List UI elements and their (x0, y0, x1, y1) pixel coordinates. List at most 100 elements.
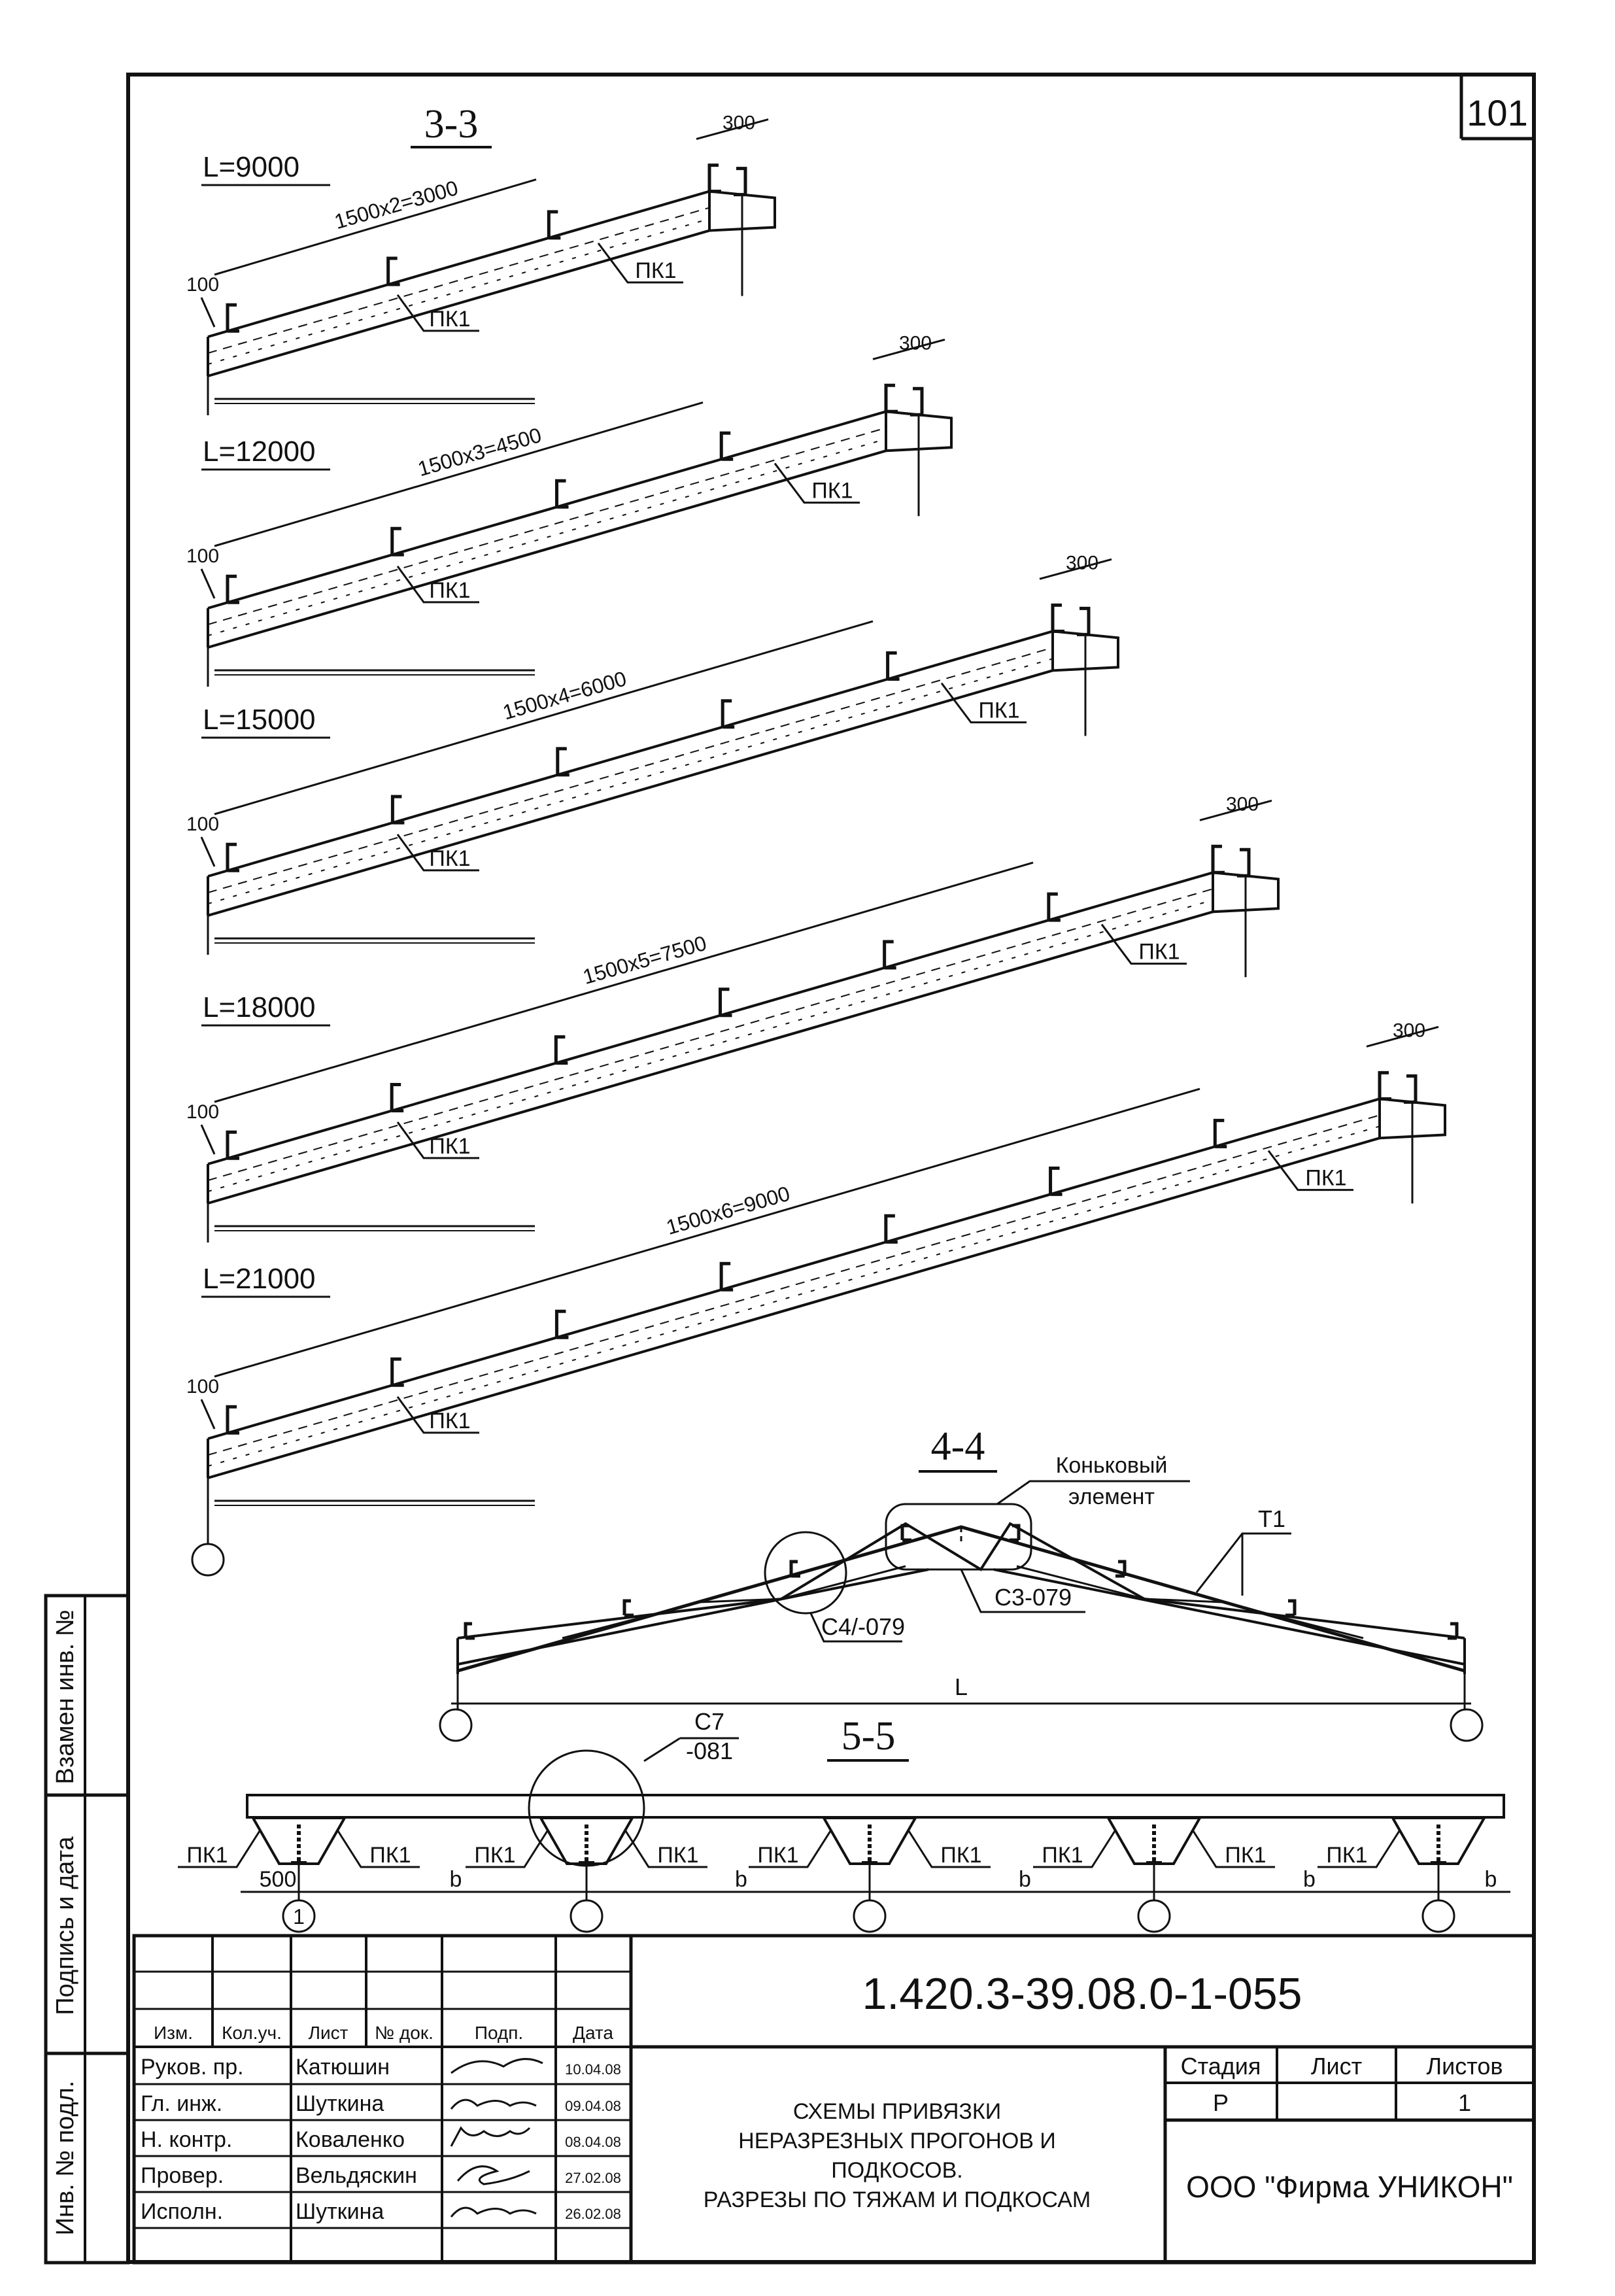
edge-dimension-line (200, 836, 216, 867)
stamp-inv-original: Инв. № подл. (52, 2081, 79, 2236)
edge-dimension-line (200, 297, 216, 328)
ridge-dimension-line (872, 338, 945, 360)
ridge-node (1212, 871, 1280, 914)
rafter-axis (207, 647, 1053, 893)
purlin-z-icon (554, 1035, 568, 1065)
axis-number: 1 (293, 1905, 305, 1928)
mark-leader (1100, 923, 1187, 965)
signature-mark (450, 2126, 531, 2147)
rafter-axis (207, 1114, 1380, 1456)
truss-mark-t1: Т1 (1258, 1505, 1285, 1532)
mark-leader (1033, 1830, 1116, 1868)
signature-mark (450, 2058, 543, 2074)
ridge-element-box (885, 1503, 1032, 1571)
mark-leader (624, 1830, 707, 1868)
title-block: Изм. Кол.уч. Лист № док. Подп. Дата Руко… (132, 1934, 1536, 2265)
purlin-z-icon (910, 386, 924, 417)
purlin-z-icon (390, 1082, 404, 1112)
edge-dimension-label: 100 (186, 1101, 219, 1123)
person-name: Катюшин (296, 2055, 390, 2080)
sheets-label: Листов (1427, 2053, 1503, 2080)
rafter-bottom-edge (207, 229, 710, 377)
edge-dimension-label: 100 (186, 814, 219, 835)
purlin-mark-label: ПК1 (757, 1843, 798, 1868)
spacing-label: b (1019, 1867, 1031, 1892)
purlin-mark-label: ПК1 (1042, 1843, 1083, 1868)
mark-leader (940, 682, 1027, 724)
header-list: Лист (309, 2023, 348, 2043)
mark-leader (396, 294, 479, 332)
person-row: Исполн. Шуткина 26.02.08 (141, 2199, 621, 2224)
purlin-z-icon (883, 940, 896, 970)
rafter-axis (207, 888, 1214, 1181)
person-name: Шуткина (296, 2199, 384, 2224)
span-label: L=12000 (203, 436, 316, 468)
description-line-1: СХЕМЫ ПРИВЯЗКИ (793, 2099, 1001, 2124)
purlin-mark-label: ПК1 (474, 1843, 515, 1868)
purlin-mark-label: ПК1 (1225, 1843, 1266, 1868)
edge-dimension-line (200, 1399, 216, 1430)
edge-dim-500: 500 (260, 1867, 297, 1892)
rafter-bolt-row (207, 218, 710, 365)
purlin-z-icon (226, 1130, 239, 1160)
stamp-replaced-inv: Взамен инв. № (52, 1610, 79, 1785)
purlin-mark-label: ПК1 (429, 1134, 470, 1159)
purlin-z-icon (1047, 892, 1061, 922)
purlin-mark-label: ПК1 (657, 1843, 698, 1868)
rafter-top-edge (207, 871, 1214, 1165)
purlin-mark-label: ПК1 (635, 258, 676, 283)
module-dimension-line (214, 620, 874, 815)
purlin-z-icon (386, 256, 400, 286)
module-dimension-line (214, 861, 1034, 1103)
rafter-top-edge (207, 190, 710, 338)
purlin-z-icon (1049, 1166, 1062, 1196)
purlin-z-icon (707, 163, 721, 194)
purlin-mark-label: ПК1 (1138, 940, 1180, 965)
ridge-dimension-line (1199, 799, 1272, 821)
signature-mark (456, 2165, 530, 2185)
rafter-axis (207, 207, 710, 354)
purlin-z-icon (721, 699, 735, 729)
person-name: Вельдяскин (296, 2163, 417, 2188)
mark-leader (749, 1830, 832, 1868)
span-label: L=9000 (203, 151, 299, 183)
axis-bubble (191, 1543, 225, 1577)
purlin-mark-label: ПК1 (429, 1409, 470, 1433)
person-date: 08.04.08 (565, 2134, 621, 2150)
purlin-bay: ПК1 ПК1 b (1033, 1817, 1316, 1933)
axis-bubble (570, 1899, 604, 1933)
person-role: Провер. (141, 2163, 224, 2188)
edge-dimension-line (200, 568, 216, 599)
person-date: 09.04.08 (565, 2098, 621, 2114)
spacing-label: b (1303, 1867, 1316, 1892)
truss-top-chord (457, 1525, 1465, 1673)
section-3-3-title: 3-3 (411, 102, 492, 148)
sheets-value: 1 (1458, 2089, 1471, 2116)
rafter-top-edge (207, 410, 887, 609)
ridge-dimension-line (696, 118, 769, 141)
module-dimension-line (214, 402, 704, 547)
person-row: Провер. Вельдяскин 27.02.08 (141, 2163, 621, 2188)
brace-trapezoid (538, 1817, 635, 1865)
header-doc-no: № док. (375, 2023, 434, 2043)
purlin-z-icon (1404, 1074, 1418, 1104)
module-dimension-label: 1500x3=4500 (415, 423, 544, 481)
purlin-z-icon (1213, 1118, 1227, 1148)
ridge-node (1051, 630, 1119, 672)
purlin-z-icon (1211, 844, 1225, 874)
module-dimension-line (214, 178, 537, 276)
header-kol-uch: Кол.уч. (222, 2023, 282, 2043)
purlin-z-icon (390, 526, 404, 557)
rafter-top-edge (207, 1097, 1380, 1440)
brace-trapezoid (250, 1817, 347, 1865)
rafter-bottom-edge (207, 1137, 1380, 1479)
purlin-z-icon (1051, 603, 1064, 633)
mark-leader (396, 566, 479, 604)
span-label-l: L (955, 1673, 968, 1700)
